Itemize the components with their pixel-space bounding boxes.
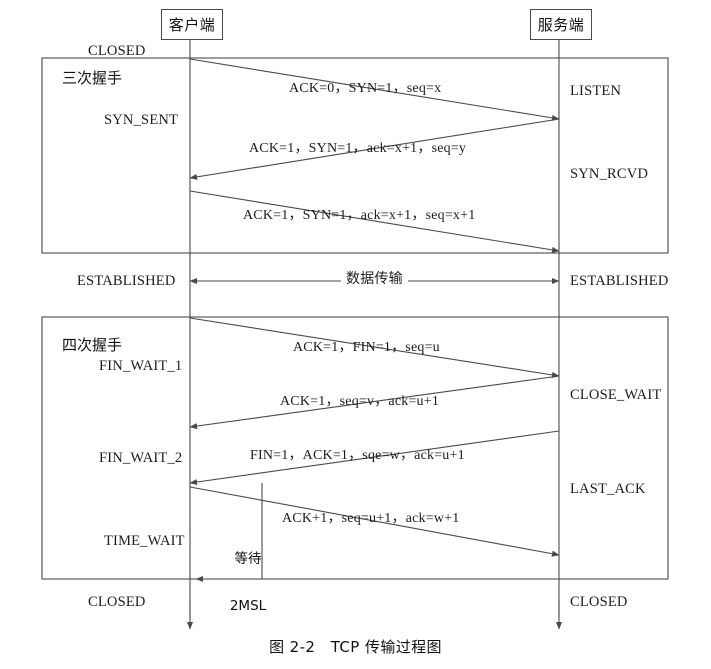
teardown-box (41, 316, 669, 580)
phase-label-handshake: 三次握手 (62, 69, 123, 87)
client-state-closed-top: CLOSED (88, 43, 146, 59)
client-state-closed-bottom: CLOSED (88, 594, 146, 610)
client-state-time-wait: TIME_WAIT (104, 533, 185, 549)
handshake-box (41, 57, 669, 254)
wait-2msl-line-2: 2MSL (229, 597, 267, 614)
message-data-transfer: 数据传输 (341, 272, 408, 286)
syn-ack-arrow (189, 118, 560, 180)
message-syn: ACK=0，SYN=1，seq=x (289, 81, 442, 96)
client-endpoint-label: 客户端 (168, 16, 216, 34)
wait-2msl-line-1: 等待 (234, 551, 262, 568)
client-state-established: ESTABLISHED (77, 273, 176, 289)
message-ack-2: ACK+1，seq=u+1，ack=w+1 (282, 511, 460, 526)
message-ack: ACK=1，SYN=1，ack=x+1，seq=x+1 (243, 208, 476, 223)
server-state-last-ack: LAST_ACK (570, 481, 646, 497)
server-state-syn-rcvd: SYN_RCVD (570, 166, 649, 182)
phase-boxes (41, 57, 669, 580)
server-state-established: ESTABLISHED (570, 273, 669, 289)
server-state-listen: LISTEN (570, 83, 622, 99)
ack2-arrow (189, 486, 560, 557)
ack-arrow (189, 190, 560, 253)
fin1-arrow (189, 317, 560, 378)
client-state-fin-wait-1: FIN_WAIT_1 (99, 358, 183, 374)
handshake-arrows (189, 58, 560, 253)
server-endpoint-box: 服务端 (530, 9, 592, 40)
wait-2msl-bracket (195, 483, 263, 583)
lifelines (189, 38, 560, 618)
syn-arrow (189, 58, 560, 121)
server-state-close-wait: CLOSE_WAIT (570, 387, 662, 403)
message-fin-2: FIN=1，ACK=1，sqe=w，ack=u+1 (250, 448, 465, 463)
annotation-wait-2msl: 等待 2MSL (226, 521, 270, 645)
server-endpoint-label: 服务端 (537, 16, 585, 34)
wait-bracket-path (195, 483, 263, 583)
figure-caption: 图 2-2 TCP 传输过程图 (269, 638, 442, 656)
client-state-fin-wait-2: FIN_WAIT_2 (99, 450, 183, 466)
phase-label-teardown: 四次握手 (62, 336, 123, 354)
teardown-arrows (189, 317, 560, 557)
ack1-arrow (189, 375, 560, 430)
message-ack-1: ACK=1，seq=v，ack=u+1 (280, 394, 440, 409)
client-state-syn-sent: SYN_SENT (104, 112, 179, 128)
message-fin-1: ACK=1，FIN=1，seq=u (293, 340, 440, 355)
server-state-closed-bottom: CLOSED (570, 594, 628, 610)
lifeline-end-arrows (186, 600, 563, 630)
fin2-arrow (189, 430, 560, 486)
message-syn-ack: ACK=1，SYN=1，ack=x+1，seq=y (249, 141, 467, 156)
client-endpoint-box: 客户端 (161, 9, 223, 40)
